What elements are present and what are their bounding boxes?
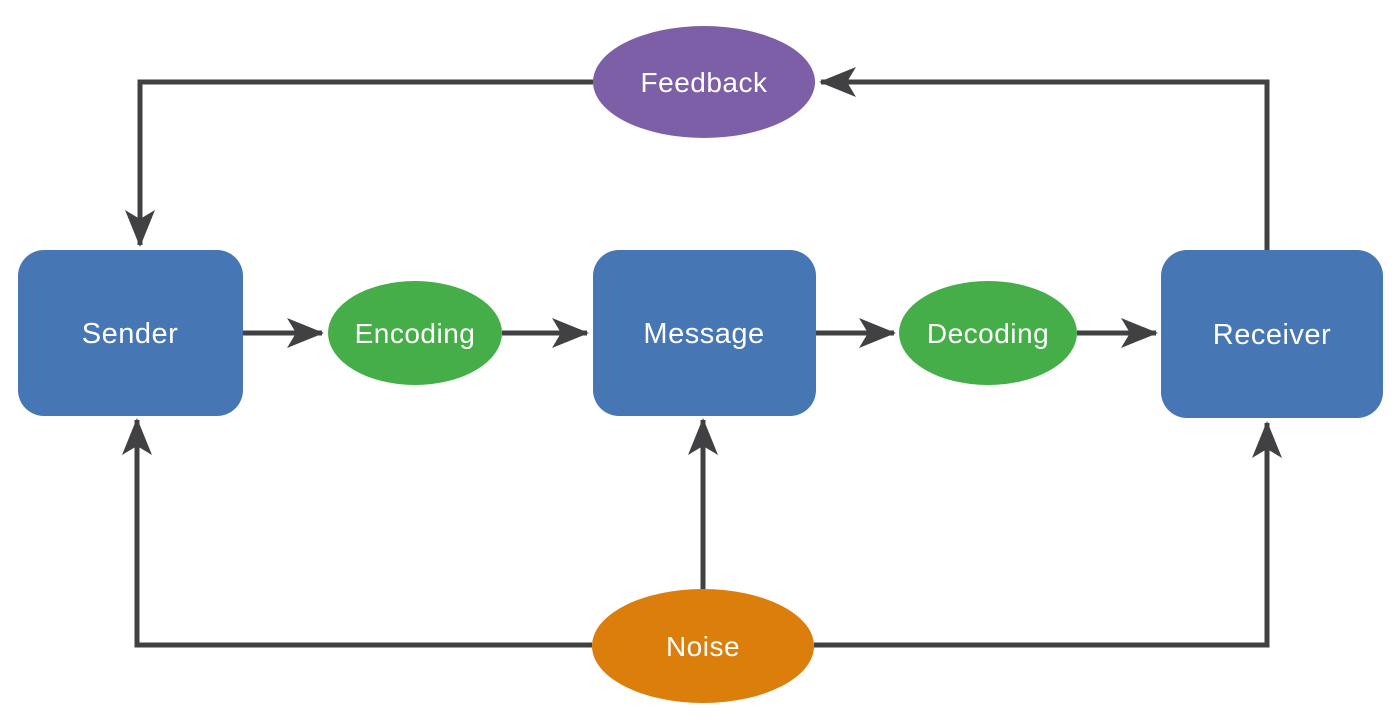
nodes: Sender Encoding Message Decoding Receive… <box>18 26 1383 703</box>
encoding-oval <box>328 281 502 385</box>
node-message: Message <box>593 250 816 416</box>
node-encoding: Encoding <box>328 281 502 385</box>
node-noise: Noise <box>592 589 814 703</box>
node-feedback: Feedback <box>593 26 815 138</box>
feedback-oval <box>593 26 815 138</box>
connectors <box>122 67 1282 648</box>
noise-label: Noise <box>666 631 740 662</box>
receiver-box <box>1161 250 1383 418</box>
noise-oval <box>592 589 814 703</box>
node-receiver: Receiver <box>1161 250 1383 418</box>
node-decoding: Decoding <box>899 281 1077 385</box>
edge-receiver-feedback <box>819 67 1270 250</box>
encoding-label: Encoding <box>355 318 476 349</box>
decoding-oval <box>899 281 1077 385</box>
edge-noise-receiver <box>814 421 1282 648</box>
sender-label: Sender <box>82 318 179 350</box>
decoding-label: Decoding <box>927 318 1049 349</box>
receiver-label: Receiver <box>1213 319 1331 351</box>
node-sender: Sender <box>18 250 243 416</box>
sender-box <box>18 250 243 416</box>
message-box <box>593 250 816 416</box>
message-label: Message <box>643 318 764 350</box>
edge-noise-sender <box>122 418 592 648</box>
edge-feedback-sender <box>125 79 593 247</box>
feedback-label: Feedback <box>641 67 768 98</box>
